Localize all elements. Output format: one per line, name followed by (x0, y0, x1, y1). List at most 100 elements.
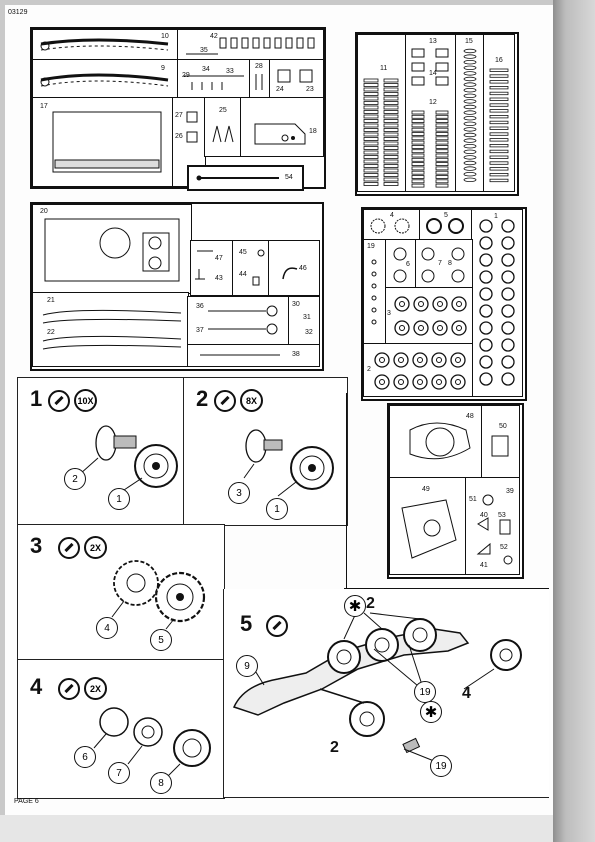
sprue-shape (463, 149, 477, 154)
step-number: 5 (240, 611, 253, 636)
sprue-shape (501, 372, 515, 386)
sprue-shape (393, 352, 409, 368)
sprue-shape (411, 140, 425, 145)
sprue-shape (463, 171, 477, 177)
sprue-a-cell-9: 9 (32, 59, 179, 99)
sprue-shape (501, 338, 515, 352)
part-callout: 3 (228, 482, 250, 504)
sprue-shape (431, 374, 447, 390)
sprue-d-frame: 4 5 1 19 6 7 8 3 2 (361, 207, 527, 401)
sprue-shape (479, 270, 493, 284)
sprue-shape (383, 173, 399, 177)
part-callout: 19 (414, 681, 436, 703)
sprue-shape (412, 374, 428, 390)
sprue-shape (463, 160, 477, 166)
sprue-shape (363, 132, 379, 137)
sprue-shape (463, 54, 477, 59)
sprue-c-frame: 20 47 43 45 44 46 21 22 36 37 30 31 (30, 202, 324, 371)
sprue-shape (363, 110, 379, 114)
part-label: 42 (210, 33, 218, 40)
part-label: 47 (215, 255, 223, 262)
sprue-c-cell-30: 30 31 32 (288, 296, 320, 346)
sprue-shape (463, 177, 477, 182)
sprue-shape (463, 127, 477, 132)
sprue-shape (489, 103, 509, 107)
sprue-shape (501, 321, 515, 335)
sprue-shape (411, 153, 425, 158)
sprue-shape (437, 301, 443, 307)
sprue-shape (479, 372, 493, 386)
asterisk-callout: ✱ (420, 701, 442, 723)
sprue-shape (411, 157, 425, 162)
part-label: 52 (500, 544, 508, 551)
sprue-shape (411, 123, 425, 128)
sprue-shape (456, 325, 462, 331)
sprue-shape (489, 80, 509, 84)
sprue-shape (435, 140, 449, 145)
sprue-shape (363, 105, 379, 110)
sprue-shape (435, 145, 449, 149)
sprue-shape (399, 325, 405, 331)
sprue-shape (411, 119, 425, 123)
sprue-shape (411, 76, 425, 86)
part-label: 26 (175, 133, 183, 140)
sprue-shape (383, 87, 399, 92)
sprue-shape (394, 296, 410, 312)
sprue-shape (456, 301, 462, 307)
sprue-shape (383, 168, 399, 173)
part-label: 39 (506, 488, 514, 495)
part-label: 17 (40, 103, 48, 110)
sprue-shape (435, 48, 449, 58)
sprue-shape (363, 173, 379, 177)
sprue-d-cell-19: 19 (363, 239, 387, 345)
sprue-shape (374, 374, 390, 390)
sprue-shape (363, 123, 379, 128)
sprue-e-cell-49: 49 (389, 477, 467, 575)
part-label: 23 (306, 86, 314, 93)
page-edge-shadow (553, 0, 595, 842)
glue-icon (58, 678, 80, 700)
sprue-shape (363, 146, 379, 150)
sprue-shape (463, 121, 477, 126)
sprue-shape (435, 62, 449, 72)
sprue-c-cell-47: 47 43 (190, 240, 234, 296)
part-label: 24 (276, 86, 284, 93)
part-label: 27 (175, 112, 183, 119)
sprue-b-cell-11: 11 (357, 34, 407, 192)
sprue-shape (450, 352, 466, 368)
sprue-shape (435, 166, 449, 171)
sprue-shape (463, 65, 477, 70)
part-label: 14 (429, 70, 437, 77)
sprue-a-cell-10: 10 (32, 29, 179, 61)
sprue-shape (437, 325, 443, 331)
sprue-a-cell-25: 25 (204, 97, 242, 157)
part-label: 1 (494, 213, 498, 220)
sprue-shape (383, 155, 399, 159)
sprue-shape (489, 86, 509, 90)
sprue-shape (436, 379, 442, 385)
sprue-shape (363, 128, 379, 132)
sprue-a-frame: 10 9 42 35 34 33 29 28 24 23 17 (30, 27, 326, 189)
sprue-shape (411, 166, 425, 171)
sprue-shape (411, 132, 425, 136)
sprue-shape (463, 166, 477, 171)
sprue-shape (363, 96, 379, 101)
part-label: 35 (200, 47, 208, 54)
sprue-shape (363, 119, 379, 123)
sprue-shape (411, 110, 425, 115)
sprue-shape (435, 183, 449, 188)
sprue-part-54-frame: 54 (187, 165, 304, 191)
quantity-badge: 2X (84, 677, 107, 700)
sprue-e-frame: 48 50 49 51 39 40 53 52 41 (387, 403, 524, 579)
sprue-shape (479, 219, 493, 233)
part-label: 2 (367, 366, 371, 373)
part-label: 53 (498, 512, 506, 519)
sprue-shape (383, 164, 399, 168)
sprue-shape (394, 320, 410, 336)
sprue-c-cell-45: 45 44 (232, 240, 270, 296)
sprue-shape (451, 320, 467, 336)
sprue-d-cell-2: 2 (363, 343, 473, 397)
page-label: PAGE 6 (14, 798, 39, 805)
part-callout: 4 (96, 617, 118, 639)
sprue-shape (363, 101, 379, 105)
